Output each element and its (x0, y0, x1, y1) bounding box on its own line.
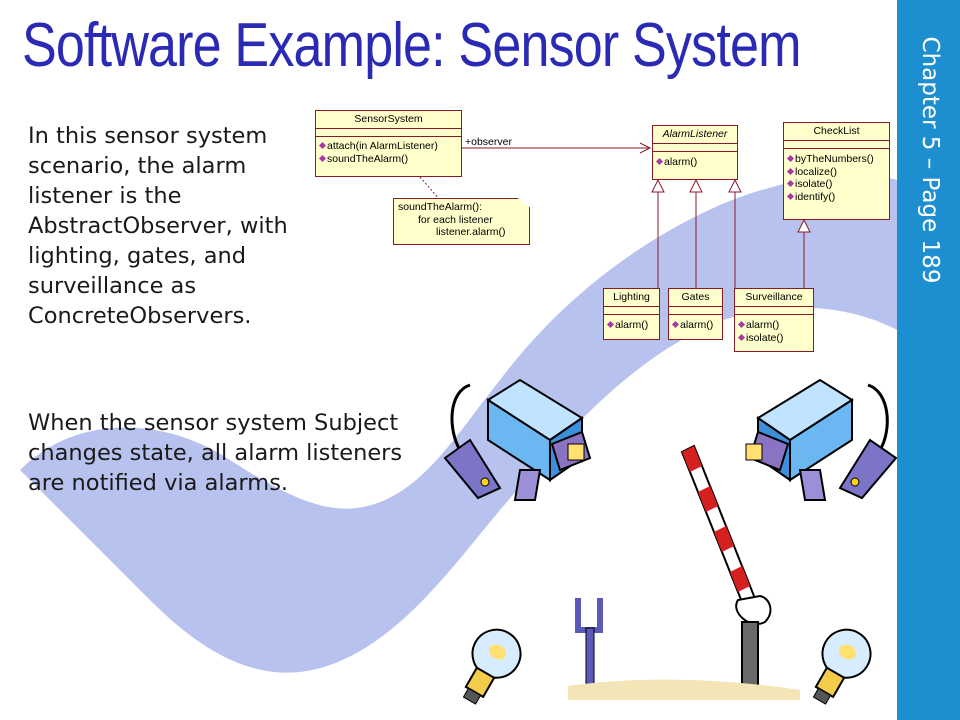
uml-class-checklist: CheckList byTheNumbers() localize() isol… (783, 122, 890, 220)
fork-post-icon (575, 598, 603, 687)
uml-operation: isolate() (735, 332, 813, 345)
uml-class-name: Lighting (604, 289, 659, 307)
light-bulb-left-icon (462, 628, 522, 705)
uml-class-sensor-system: SensorSystem attach(in AlarmListener) so… (315, 110, 462, 177)
body-paragraph-observer-roles: In this sensor system scenario, the alar… (28, 123, 288, 329)
uml-note-line: for each listener (418, 213, 493, 226)
uml-operation: soundTheAlarm() (316, 153, 461, 166)
uml-class-name: AlarmListener (653, 126, 737, 144)
uml-operation: identify() (784, 191, 889, 204)
body-paragraph-notification: When the sensor system Subject changes s… (28, 410, 403, 496)
uml-operation: alarm() (735, 319, 813, 332)
uml-class-name: SensorSystem (316, 111, 461, 129)
slide-title: Software Example: Sensor System (22, 11, 801, 80)
uml-operation: attach(in AlarmListener) (316, 140, 461, 153)
chapter-sidebar (897, 0, 960, 720)
uml-association-label: +observer (465, 136, 512, 148)
uml-note: soundTheAlarm(): for each listener liste… (393, 198, 530, 245)
uml-operation: alarm() (604, 319, 659, 332)
uml-class-surveillance: Surveillance alarm() isolate() (734, 288, 814, 352)
security-camera-left-icon (443, 378, 592, 501)
uml-note-line: listener.alarm() (436, 226, 506, 238)
uml-class-name: Surveillance (735, 289, 813, 307)
uml-class-alarm-listener: AlarmListener alarm() (652, 125, 738, 180)
ground-shape (568, 679, 800, 700)
gate-barrier-icon (680, 444, 772, 693)
uml-operation: isolate() (784, 178, 889, 191)
uml-operation: alarm() (653, 156, 737, 169)
security-camera-right-icon (745, 378, 897, 501)
uml-class-name: Gates (669, 289, 722, 307)
uml-note-line: soundTheAlarm(): (398, 201, 483, 213)
uml-class-name: CheckList (784, 123, 889, 141)
chapter-page-label: Chapter 5 – Page 189 (917, 36, 943, 284)
uml-operation: localize() (784, 166, 889, 179)
uml-class-lighting: Lighting alarm() (603, 288, 660, 340)
light-bulb-right-icon (812, 628, 872, 705)
uml-connectors (419, 142, 811, 290)
uml-operation: byTheNumbers() (784, 153, 889, 166)
background-illustration (20, 142, 897, 705)
uml-class-gates: Gates alarm() (668, 288, 723, 340)
uml-operation: alarm() (669, 319, 722, 332)
